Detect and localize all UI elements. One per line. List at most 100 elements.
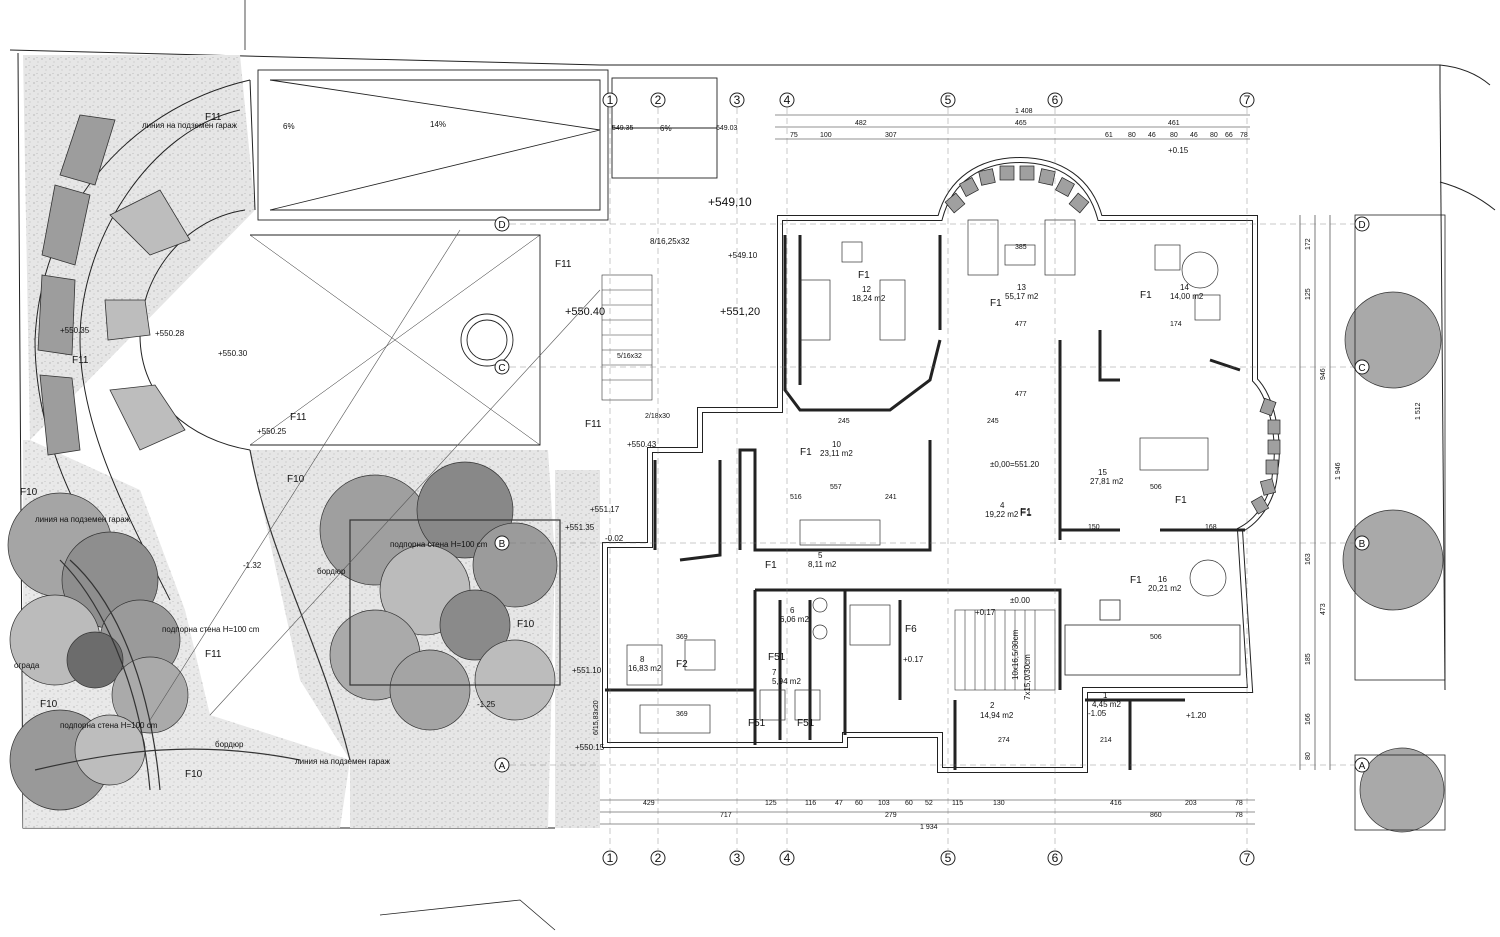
svg-text:47: 47 <box>835 800 843 807</box>
svg-text:80: 80 <box>1128 132 1136 139</box>
svg-text:6: 6 <box>1052 851 1059 865</box>
svg-text:+551.17: +551.17 <box>590 505 620 514</box>
svg-text:461: 461 <box>1168 120 1180 127</box>
dimension-text-top: 1 408 482 465 461 75 100 307 61 80 46 80… <box>790 108 1248 139</box>
svg-text:ограда: ограда <box>14 661 40 670</box>
svg-text:F1: F1 <box>800 447 812 458</box>
svg-text:52: 52 <box>925 800 933 807</box>
axis-bubble-C-left: C <box>494 359 510 375</box>
svg-text:549.35: 549.35 <box>612 125 634 132</box>
svg-text:80: 80 <box>1305 752 1312 760</box>
svg-text:946: 946 <box>1320 368 1327 380</box>
svg-text:369: 369 <box>676 711 688 718</box>
svg-text:+0.17: +0.17 <box>975 608 996 617</box>
axis-bubble-4-bottom: 4 <box>779 850 795 866</box>
zone-f51-a: F51 <box>748 718 766 729</box>
svg-text:+550.15: +550.15 <box>575 743 605 752</box>
svg-text:203: 203 <box>1185 800 1197 807</box>
axis-bubble-4-top: 4 <box>779 92 795 108</box>
svg-text:369: 369 <box>676 634 688 641</box>
retaining-walls <box>34 449 561 791</box>
grid-axis-left: D C B A <box>494 216 510 773</box>
zone-f1-b: F1 <box>1020 507 1032 518</box>
svg-text:307: 307 <box>885 132 897 139</box>
svg-text:5: 5 <box>945 93 952 107</box>
svg-text:-1.05: -1.05 <box>1088 709 1107 718</box>
svg-text:+550.35: +550.35 <box>60 326 90 335</box>
axis-bubble-C-right: C <box>1354 359 1370 375</box>
svg-text:19,22 m2: 19,22 m2 <box>985 510 1019 519</box>
svg-text:2: 2 <box>655 851 662 865</box>
svg-text:241: 241 <box>885 494 897 501</box>
elevation-551-20: +551,20 <box>720 306 760 318</box>
grid-axis-right: D C B A <box>1354 216 1370 773</box>
elevation-main: +549,10 <box>708 195 752 209</box>
svg-text:+550.28: +550.28 <box>155 329 185 338</box>
furniture <box>626 219 1227 734</box>
axis-bubble-1-top: 1 <box>602 92 618 108</box>
svg-text:549.03: 549.03 <box>716 125 738 132</box>
svg-text:1: 1 <box>607 93 614 107</box>
svg-text:C: C <box>498 363 505 374</box>
svg-text:245: 245 <box>838 418 850 425</box>
svg-text:18,24 m2: 18,24 m2 <box>852 294 886 303</box>
annotation-notes: линия на подземен гараж линия на подземе… <box>14 121 488 766</box>
room-6: 66,06 m2 <box>780 606 809 624</box>
svg-text:±0.00: ±0.00 <box>1010 596 1031 605</box>
svg-text:7x15,0/30cm: 7x15,0/30cm <box>1023 654 1032 700</box>
svg-text:C: C <box>1358 363 1365 374</box>
svg-text:3: 3 <box>734 93 741 107</box>
svg-text:-0.02: -0.02 <box>605 534 624 543</box>
svg-text:F1: F1 <box>1020 508 1032 519</box>
svg-text:214: 214 <box>1100 737 1112 744</box>
svg-text:4: 4 <box>784 851 791 865</box>
zone-f51-b: F51 <box>797 718 815 729</box>
axis-bubble-B-left: B <box>494 535 510 551</box>
svg-text:23,11 m2: 23,11 m2 <box>820 449 853 458</box>
svg-text:6: 6 <box>790 606 795 615</box>
svg-text:115: 115 <box>952 800 963 807</box>
axis-bubble-5-bottom: 5 <box>940 850 956 866</box>
svg-text:5: 5 <box>818 551 823 560</box>
svg-text:бордюр: бордюр <box>215 740 244 749</box>
svg-text:116: 116 <box>805 800 816 807</box>
svg-text:A: A <box>499 761 506 772</box>
svg-text:506: 506 <box>1150 484 1162 491</box>
axis-bubble-5-top: 5 <box>940 92 956 108</box>
svg-text:+1.20: +1.20 <box>1186 711 1207 720</box>
axis-bubble-3-bottom: 3 <box>729 850 745 866</box>
zone-f10-b: F10 <box>287 474 305 485</box>
zone-f6: F6 <box>905 624 917 635</box>
zone-f10-d: F10 <box>40 699 58 710</box>
zone-f10-e: F10 <box>185 769 203 780</box>
zone-f1-a: F1 <box>1175 495 1187 506</box>
svg-text:8/16,25x32: 8/16,25x32 <box>650 237 690 246</box>
axis-bubble-B-right: B <box>1354 535 1370 551</box>
zone-labels: F11 F11 F11 F11 F11 F11 F10 F10 F10 F10 … <box>20 112 1187 780</box>
svg-text:14: 14 <box>1180 283 1189 292</box>
zone-f10-a: F10 <box>20 487 38 498</box>
kitchen-counter <box>1064 599 1241 676</box>
room-1: 14,45 m2 <box>1092 691 1121 709</box>
stone-steps <box>37 114 191 456</box>
zone-f11-e: F11 <box>585 419 602 430</box>
stairs <box>601 274 1056 691</box>
svg-text:27,81 m2: 27,81 m2 <box>1090 477 1124 486</box>
svg-text:10: 10 <box>832 440 841 449</box>
svg-text:516: 516 <box>790 494 802 501</box>
grid-axis-bottom: 1 2 3 4 5 6 7 <box>602 850 1255 866</box>
svg-text:429: 429 <box>643 800 655 807</box>
zone-f11-c: F11 <box>72 355 89 366</box>
svg-text:линия на подземен гараж: линия на подземен гараж <box>295 757 391 766</box>
axis-bubble-A-right: A <box>1354 757 1370 773</box>
svg-text:линия на подземен гараж: линия на подземен гараж <box>35 515 131 524</box>
svg-text:-1.32: -1.32 <box>243 561 262 570</box>
svg-text:+551.10: +551.10 <box>572 666 602 675</box>
right-strips <box>1354 214 1446 831</box>
